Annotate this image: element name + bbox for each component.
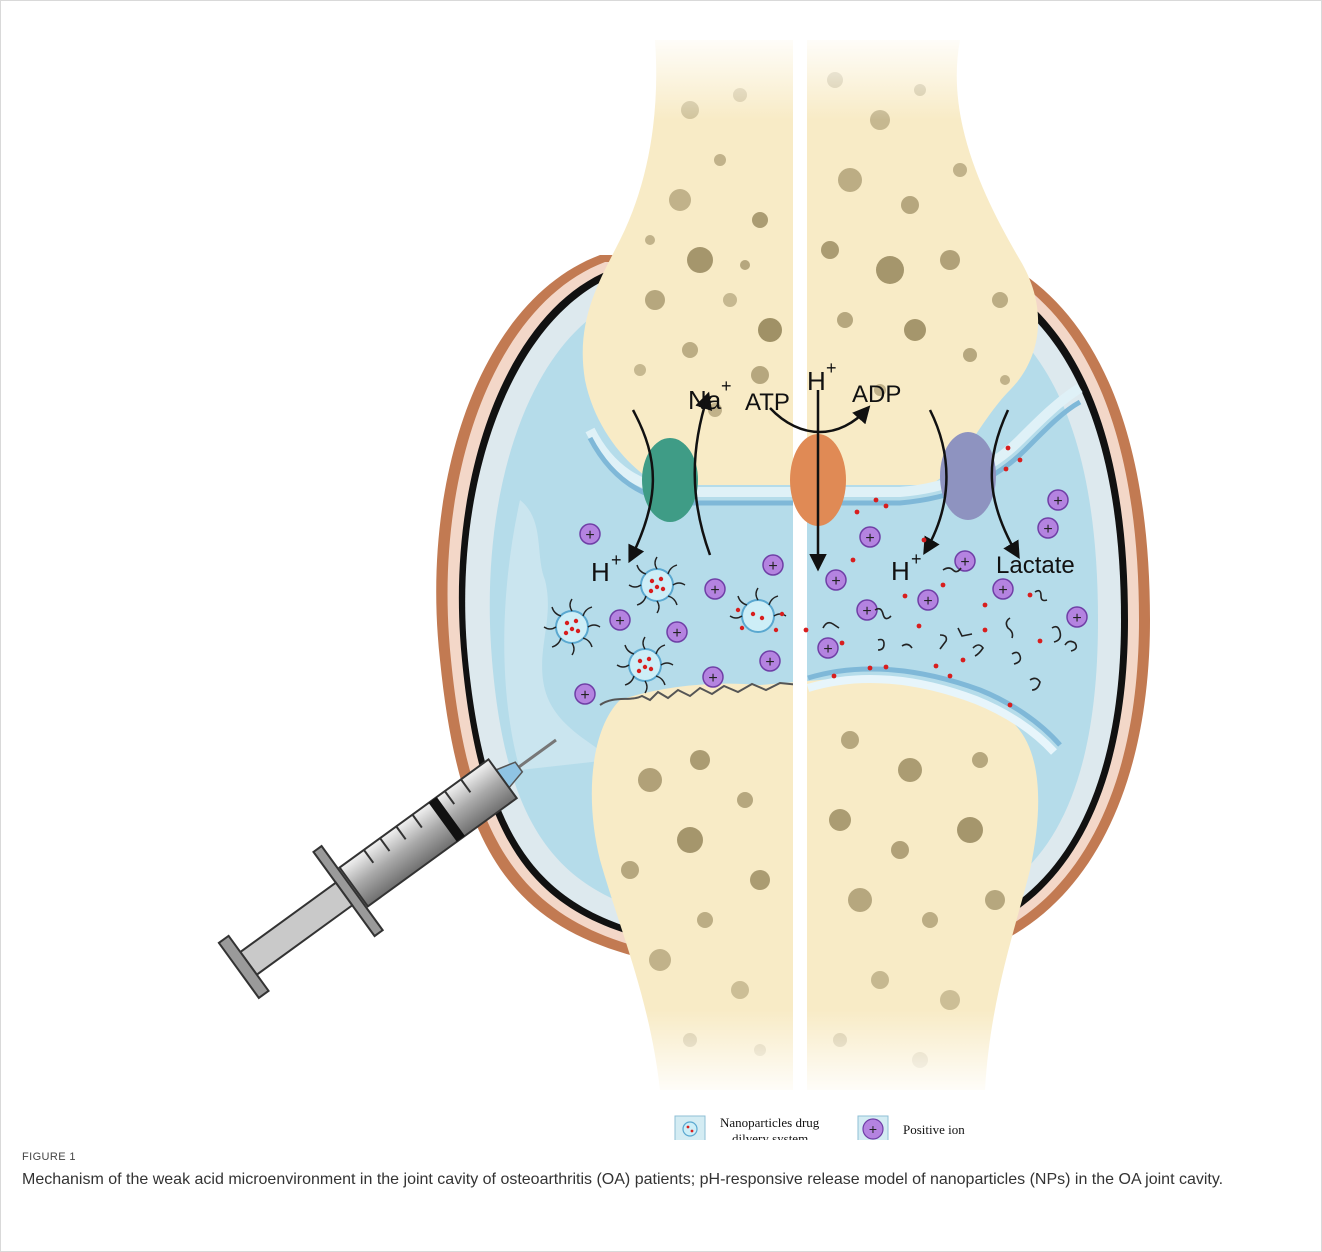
svg-text:+: +	[960, 554, 969, 571]
svg-text:+: +	[1072, 610, 1081, 627]
ion: +	[703, 667, 723, 687]
label-h-top-charge: +	[826, 358, 837, 378]
ion: +	[918, 590, 938, 610]
joint-diagram: + + + + + + + + + + + + + + + + + +	[0, 0, 1322, 1140]
ion: +	[818, 638, 838, 658]
label-h-right: H	[891, 556, 910, 586]
svg-text:+: +	[923, 593, 932, 610]
svg-text:+: +	[580, 687, 589, 704]
svg-text:+: +	[865, 530, 874, 547]
label-atp: ATP	[745, 389, 790, 416]
ion: +	[857, 600, 877, 620]
ion: +	[955, 551, 975, 571]
ion: +	[667, 622, 687, 642]
svg-text:+: +	[823, 641, 832, 658]
svg-text:+: +	[765, 654, 774, 671]
bottom-fade	[600, 1010, 1060, 1100]
ion: +	[610, 610, 630, 630]
label-na: Na	[688, 385, 722, 415]
svg-text:+: +	[585, 527, 594, 544]
legend-ion-plus: +	[869, 1121, 877, 1137]
ion: +	[763, 555, 783, 575]
label-adp: ADP	[852, 381, 901, 408]
svg-text:+: +	[831, 573, 840, 590]
label-h-left-charge: +	[611, 550, 622, 570]
figure-label: FIGURE 1	[22, 1151, 76, 1163]
svg-text:+: +	[768, 558, 777, 575]
svg-text:+: +	[862, 603, 871, 620]
ion: +	[1038, 518, 1058, 538]
label-na-charge: +	[721, 376, 732, 396]
svg-text:+: +	[708, 670, 717, 687]
ion: +	[760, 651, 780, 671]
label-h-top: H	[807, 366, 826, 396]
figure-caption: Mechanism of the weak acid microenvironm…	[22, 1169, 1302, 1191]
legend-nano-line2: dilvery system	[732, 1131, 808, 1140]
center-divider	[793, 30, 807, 1110]
label-h-left: H	[591, 557, 610, 587]
svg-text:+: +	[1053, 493, 1062, 510]
ion: +	[575, 684, 595, 704]
svg-text:+: +	[672, 625, 681, 642]
label-lactate: Lactate	[996, 552, 1075, 579]
ion: +	[993, 579, 1013, 599]
ion: +	[1067, 607, 1087, 627]
top-fade	[600, 30, 1020, 120]
svg-text:+: +	[998, 582, 1007, 599]
svg-text:+: +	[615, 613, 624, 630]
legend-nano-line1: Nanoparticles drug	[720, 1115, 820, 1130]
channel-purple	[940, 432, 996, 520]
ion: +	[826, 570, 846, 590]
legend: Nanoparticles drug dilvery system + Posi…	[675, 1115, 965, 1140]
label-h-right-charge: +	[911, 549, 922, 569]
svg-text:+: +	[1043, 521, 1052, 538]
svg-text:+: +	[710, 582, 719, 599]
ion: +	[580, 524, 600, 544]
ion: +	[705, 579, 725, 599]
ion: +	[860, 527, 880, 547]
legend-ion-label: Positive ion	[903, 1122, 965, 1137]
ion: +	[1048, 490, 1068, 510]
